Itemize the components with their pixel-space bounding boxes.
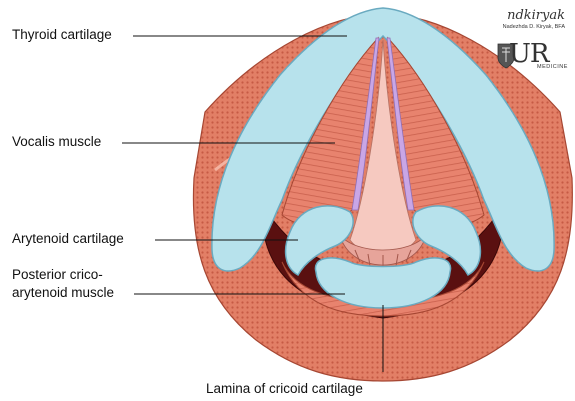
logo-subtext: MEDICINE [537, 64, 568, 70]
lamina-cricoid-label: Lamina of cricoid cartilage [206, 381, 363, 397]
ur-medicine-logo: UR MEDICINE [485, 42, 567, 72]
artist-signature: ndkiryak Nadezhda D. Kiryak, BFA [485, 8, 565, 30]
thyroid-cartilage-label: Thyroid cartilage [12, 27, 112, 43]
vocalis-muscle-label: Vocalis muscle [12, 134, 101, 150]
posterior-cricoarytenoid-label-line2: arytenoid muscle [12, 285, 114, 301]
signature-script: ndkiryak [485, 8, 565, 23]
signature-name: Nadezhda D. Kiryak, BFA [485, 24, 565, 30]
posterior-cricoarytenoid-label-line1: Posterior crico- [12, 267, 103, 283]
arytenoid-cartilage-label: Arytenoid cartilage [12, 231, 124, 247]
